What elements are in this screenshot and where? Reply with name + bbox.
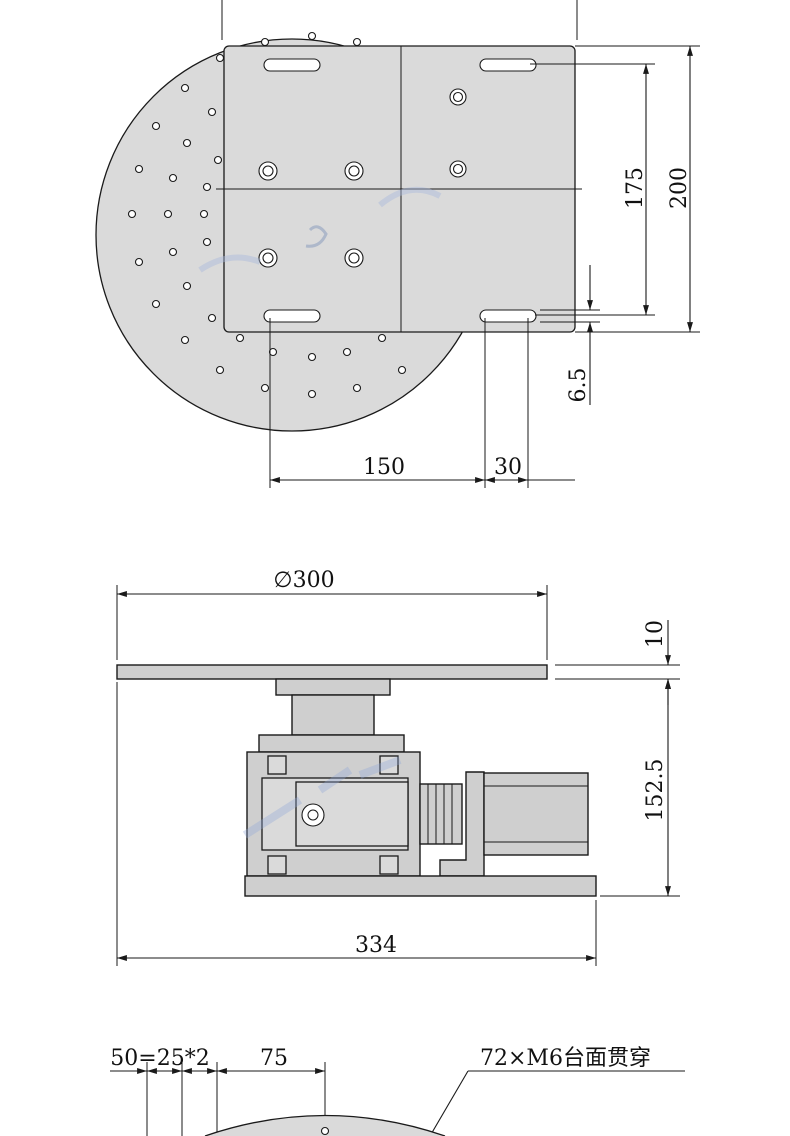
shaft-housing [291, 694, 375, 736]
dim-334: 334 [355, 933, 397, 958]
stepper-motor [483, 772, 589, 856]
dim-152-5: 152.5 [643, 759, 668, 822]
counterbored-holes [258, 88, 467, 268]
top-cap [258, 734, 405, 753]
dim-30: 30 [494, 455, 522, 480]
turntable-plate [116, 664, 548, 680]
base-plate [244, 875, 597, 897]
dim-6-5: 6.5 [566, 368, 591, 403]
flange [275, 678, 391, 696]
watermark-logo [198, 186, 442, 273]
worm-shaft-screw [301, 803, 325, 827]
watermark-marks [242, 756, 402, 839]
dim-75: 75 [260, 1046, 288, 1071]
bottom-table-arc [204, 1114, 446, 1136]
dim-50-25x2: 50=25*2 [110, 1046, 209, 1071]
top-view: 175 200 6.5 150 30 [95, 0, 700, 488]
coupling [419, 783, 463, 845]
bottom-view: 50=25*2 75 72×M6台面贯穿 [110, 1046, 685, 1136]
dim-10: 10 [643, 620, 668, 648]
dim-150: 150 [363, 455, 405, 480]
mounting-slots [263, 58, 537, 323]
dim-diameter-300: ∅300 [273, 568, 334, 593]
dim-175: 175 [623, 167, 648, 209]
side-view: ∅300 [116, 568, 680, 966]
dim-200: 200 [667, 167, 692, 209]
hole-note: 72×M6台面贯穿 [480, 1046, 651, 1071]
